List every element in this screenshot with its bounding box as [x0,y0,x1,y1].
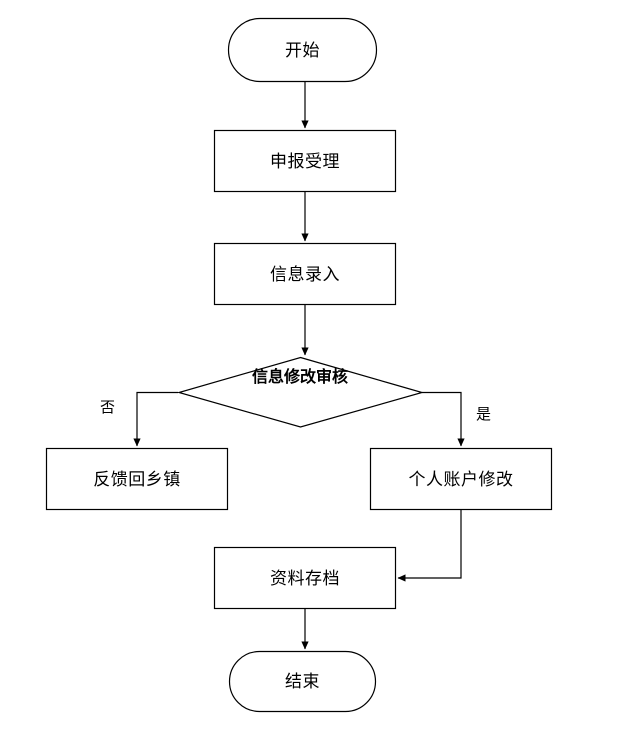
node-shape-review[interactable] [176,356,425,428]
node-shape-entry[interactable] [213,242,397,306]
node-shape-accept[interactable] [213,129,397,193]
node-shape-account[interactable] [369,447,553,511]
node-shape-archive[interactable] [213,546,397,610]
edge-review-to-feedback [133,391,178,447]
edge-review-to-account [422,391,465,447]
node-shape-end[interactable] [228,650,377,713]
node-shape-feedback[interactable] [45,447,229,511]
edge-account-to-archive [397,510,462,582]
node-shape-start[interactable] [227,17,378,83]
